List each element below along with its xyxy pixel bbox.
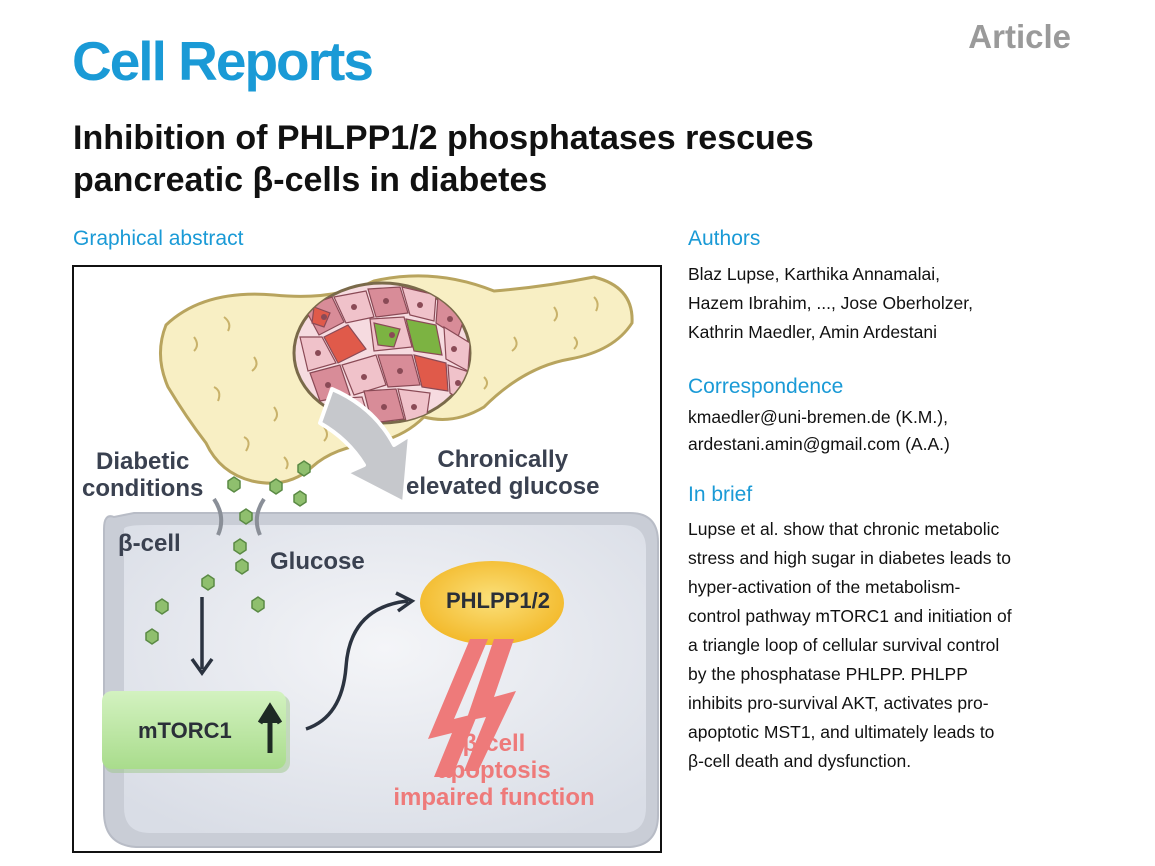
graphical-abstract-illustration xyxy=(102,274,659,848)
glucose-transporter xyxy=(212,497,266,536)
authors-list: Blaz Lupse, Karthika Annamalai, Hazem Ib… xyxy=(688,264,973,342)
label-beta-cell: β-cell xyxy=(118,530,181,557)
in-brief-heading: In brief xyxy=(688,483,753,506)
mtorc1-up-arrow xyxy=(257,702,283,753)
label-diabetic-conditions: Diabetic conditions xyxy=(82,448,204,502)
label-mtorc1: mTORC1 xyxy=(138,718,232,743)
label-chronic-glucose: Chronically elevated glucose xyxy=(406,446,600,500)
authors-heading: Authors xyxy=(688,227,761,250)
correspondence-emails: kmaedler@uni-bremen.de (K.M.), ardestani… xyxy=(688,407,950,454)
in-brief-text: Lupse et al. show that chronic metabolic… xyxy=(688,519,1012,771)
correspondence-heading: Correspondence xyxy=(688,375,844,398)
mtorc1-box xyxy=(102,691,290,773)
glucose-molecules xyxy=(145,460,311,645)
label-outcome: β-cell apoptosis impaired function xyxy=(393,730,595,811)
lightning-bolt-icon xyxy=(428,639,516,777)
title-line-2: pancreatic β-cells in diabetes xyxy=(73,161,548,199)
arrow-glucose-to-mtorc1 xyxy=(190,597,214,677)
title-line-1: Inhibition of PHLPP1/2 phosphatases resc… xyxy=(73,119,814,157)
arrow-mtorc1-to-phlpp xyxy=(305,591,416,731)
article-title: Inhibition of PHLPP1/2 phosphatases resc… xyxy=(73,117,1033,201)
article-type-label: Article xyxy=(968,18,1071,55)
phlpp-oval xyxy=(420,561,564,645)
label-glucose: Glucose xyxy=(270,548,365,575)
graphical-abstract-figure: Diabetic conditions Chronically elevated… xyxy=(72,265,662,853)
journal-name: Cell Reports xyxy=(72,30,374,92)
label-phlpp: PHLPP1/2 xyxy=(446,588,550,613)
big-down-arrow xyxy=(318,387,412,505)
graphical-abstract-heading: Graphical abstract xyxy=(73,227,244,250)
